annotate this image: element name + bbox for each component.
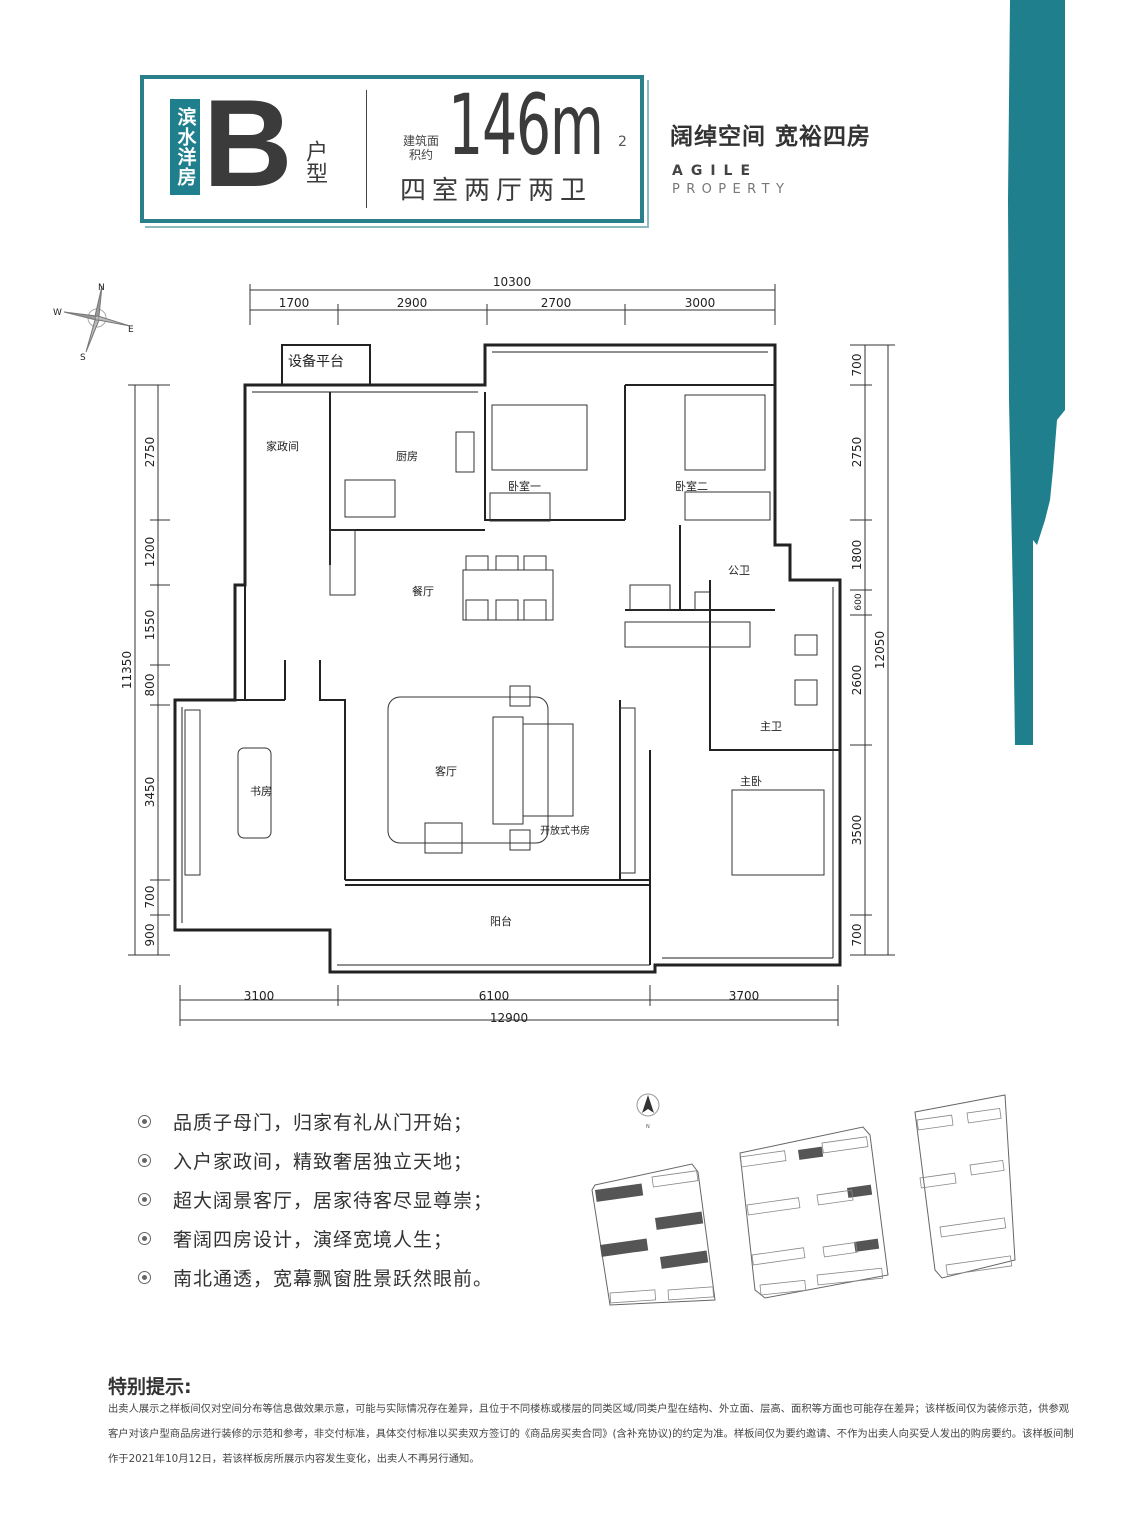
unit-letter: B <box>203 75 293 213</box>
dim-right-6: 3500 <box>850 815 864 846</box>
room-master-bedroom: 主卧 <box>740 775 762 788</box>
area-label: 建筑面积约 <box>402 134 439 162</box>
area-value: 146m <box>448 76 604 174</box>
feature-text: 入户家政间，精致奢居独立天地； <box>173 1151 474 1173</box>
dim-right-3: 1800 <box>850 540 864 571</box>
dim-bottom-3: 3700 <box>729 989 760 1003</box>
room-master-bath: 主卫 <box>760 720 782 733</box>
project-tag: 滨水洋房 <box>170 99 200 195</box>
dim-bottom-total: 12900 <box>490 1011 528 1025</box>
dim-left-5: 3450 <box>143 777 157 808</box>
dim-left-7: 900 <box>143 924 157 947</box>
dim-top-1: 1700 <box>279 296 310 310</box>
dim-top-3: 2700 <box>541 296 572 310</box>
room-open-study: 开放式书房 <box>540 824 590 837</box>
brand-line1: AGILE <box>672 163 759 179</box>
dim-top-4: 3000 <box>685 296 716 310</box>
room-dining: 餐厅 <box>412 584 434 598</box>
notice-title: 特别提示: <box>108 1376 192 1398</box>
dim-right-total: 12050 <box>873 631 887 669</box>
svg-text:E: E <box>128 325 134 335</box>
dim-left-4: 800 <box>143 674 157 697</box>
room-bedroom2: 卧室二 <box>675 479 708 493</box>
dim-left-1: 2750 <box>143 437 157 468</box>
teal-brush-stroke <box>1008 0 1065 745</box>
unit-suffix: 户型 <box>302 140 327 184</box>
dim-left: 11350 2750 1200 1550 800 3450 700 900 <box>120 437 157 947</box>
brand-line2: PROPERTY <box>672 182 791 197</box>
svg-text:S: S <box>80 353 86 363</box>
room-bedroom1: 卧室一 <box>508 479 541 493</box>
header-divider <box>366 90 367 208</box>
north-arrow-icon: N <box>636 1093 660 1130</box>
room-study: 书房 <box>250 785 272 798</box>
dim-bottom-1: 3100 <box>244 989 275 1003</box>
feature-item: 超大阔景客厅，居家待客尽显尊崇； <box>138 1180 493 1219</box>
slogan: 阔绰空间 宽裕四房 <box>670 124 872 150</box>
compass-icon: N W E S <box>53 283 134 363</box>
feature-text: 品质子母门，归家有礼从门开始； <box>173 1112 474 1134</box>
svg-text:N: N <box>646 1124 650 1130</box>
room-balcony: 阳台 <box>490 914 512 928</box>
dimension-lines <box>128 284 895 1026</box>
dim-right-5: 2600 <box>850 665 864 696</box>
dim-right-1: 700 <box>850 354 864 377</box>
dim-left-3: 1550 <box>143 610 157 641</box>
feature-list: 品质子母门，归家有礼从门开始； 入户家政间，精致奢居独立天地； 超大阔景客厅，居… <box>138 1102 493 1297</box>
site-plan: N <box>591 1093 1016 1306</box>
furniture <box>184 394 825 876</box>
dim-bottom-2: 6100 <box>479 989 510 1003</box>
feature-item: 品质子母门，归家有礼从门开始； <box>138 1102 493 1141</box>
dim-right: 12050 700 2750 1800 600 2600 3500 700 <box>850 354 887 947</box>
dim-left-6: 700 <box>143 886 157 909</box>
bullet-icon <box>138 1271 151 1284</box>
room-public-bath: 公卫 <box>728 564 750 577</box>
room-kitchen: 厨房 <box>396 450 418 463</box>
area-unit-superscript: 2 <box>618 134 627 150</box>
feature-text: 奢阔四房设计，演绎宽境人生； <box>173 1229 454 1251</box>
dim-right-7: 700 <box>850 924 864 947</box>
dim-left-2: 1200 <box>143 537 157 568</box>
bullet-icon <box>138 1154 151 1167</box>
dim-left-total: 11350 <box>120 651 134 689</box>
bullet-icon <box>138 1232 151 1245</box>
room-housekeeping: 家政间 <box>266 439 299 453</box>
notice-line: 出卖人展示之样板间仅对空间分布等信息做效果示意，可能与实际情况存在差异，且位于不… <box>108 1403 1070 1415</box>
dim-top-2: 2900 <box>397 296 428 310</box>
svg-text:W: W <box>53 308 62 318</box>
room-living: 客厅 <box>435 764 457 778</box>
floor-plan: N W E S 10300 1700 2900 2700 3000 3100 6… <box>53 275 895 1026</box>
feature-text: 南北通透，宽幕飘窗胜景跃然眼前。 <box>173 1268 494 1290</box>
svg-text:N: N <box>98 283 105 293</box>
dim-top-total: 10300 <box>493 275 531 289</box>
room-equipment-platform: 设备平台 <box>288 353 344 370</box>
feature-text: 超大阔景客厅，居家待客尽显尊崇； <box>173 1190 494 1212</box>
bullet-icon <box>138 1115 151 1128</box>
unit-title-box <box>140 75 644 223</box>
notice-line: 作于2021年10月12日，若该样板房所展示内容发生变化，出卖人不再另行通知。 <box>108 1453 480 1465</box>
feature-item: 奢阔四房设计，演绎宽境人生； <box>138 1219 493 1258</box>
bullet-icon <box>138 1193 151 1206</box>
layout-text: 四室两厅两卫 <box>400 176 593 206</box>
feature-item: 南北通透，宽幕飘窗胜景跃然眼前。 <box>138 1258 493 1297</box>
dim-right-2: 2750 <box>850 437 864 468</box>
feature-item: 入户家政间，精致奢居独立天地； <box>138 1141 493 1180</box>
notice-line: 客户对该户型商品房进行装修的示范和参考，非交付标准，具体交付标准以买卖双方签订的… <box>108 1428 1074 1440</box>
dim-right-4: 600 <box>854 593 864 610</box>
